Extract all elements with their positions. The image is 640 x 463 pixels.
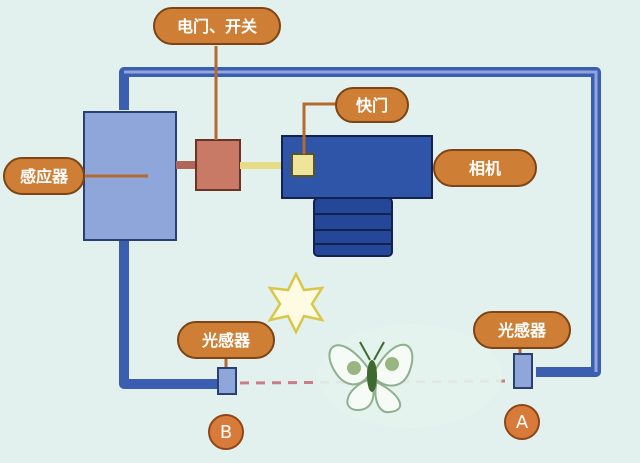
leader-shutter <box>302 102 344 154</box>
label-camera: 相机 <box>433 149 537 187</box>
label-sensor-text: 感应器 <box>20 167 69 186</box>
butterfly-icon <box>318 324 502 428</box>
connector-switch-shutter <box>240 162 292 169</box>
label-power-switch-text: 电门、开关 <box>177 17 257 36</box>
label-camera-text: 相机 <box>469 159 501 178</box>
circuit-wire-highlight <box>124 70 598 372</box>
camera-lens <box>313 197 393 257</box>
shutter-box <box>291 153 315 177</box>
connector-sensor-switch <box>176 161 196 169</box>
camera-body <box>281 135 433 199</box>
marker-b: B <box>208 414 244 450</box>
switch-box <box>195 139 241 191</box>
flash-star-icon <box>267 271 325 335</box>
label-power-switch: 电门、开关 <box>153 7 281 45</box>
label-light-sensor-a-text: 光感器 <box>497 321 547 340</box>
label-light-sensor-b-text: 光感器 <box>201 331 251 350</box>
label-shutter: 快门 <box>335 87 409 123</box>
marker-a-text: A <box>516 412 529 433</box>
label-shutter-text: 快门 <box>356 96 388 115</box>
marker-b-text: B <box>220 422 232 443</box>
label-light-sensor-a: 光感器 <box>473 311 571 349</box>
circuit-wire-left-bottom <box>119 240 222 389</box>
marker-a: A <box>504 404 540 440</box>
label-light-sensor-b: 光感器 <box>177 321 275 359</box>
light-sensor-b-device <box>217 367 237 395</box>
label-sensor: 感应器 <box>3 157 85 195</box>
light-sensor-a-device <box>513 353 533 389</box>
